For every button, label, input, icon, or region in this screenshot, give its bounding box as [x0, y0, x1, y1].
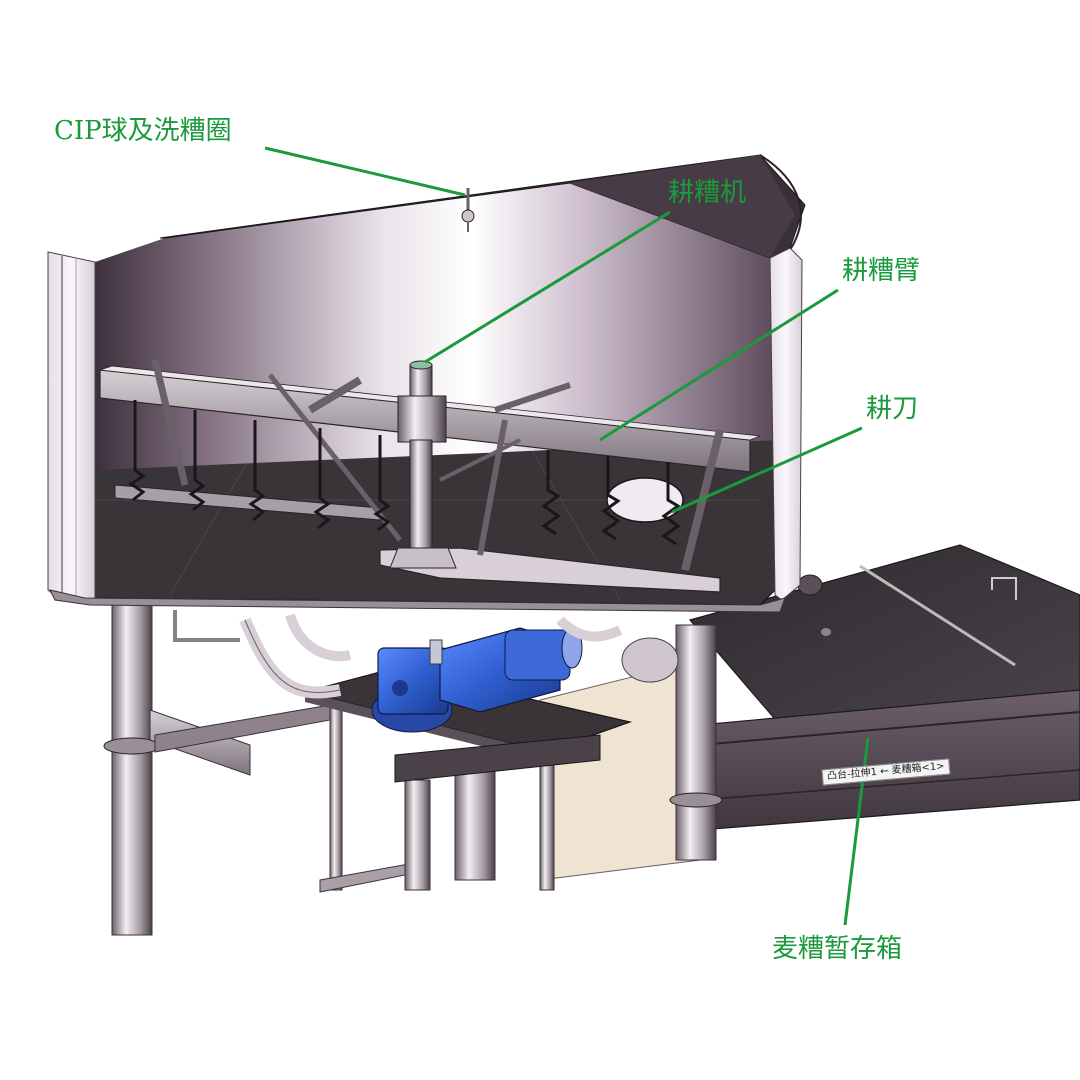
scraper-plate	[379, 547, 721, 593]
leader-knife	[671, 426, 863, 514]
leader-lines	[264, 146, 870, 926]
label-rake-knife: 耕刀	[866, 394, 919, 424]
label-rake-machine: 耕糟机	[668, 178, 747, 208]
rake-knives	[128, 400, 681, 546]
rake-machine	[99, 188, 761, 593]
label-grain-tank: 麦糟暂存箱	[772, 934, 903, 964]
leader-rake	[424, 210, 671, 364]
leg-left	[111, 599, 153, 936]
leader-cip	[264, 146, 466, 197]
tank-front	[699, 689, 1080, 831]
vessel-right-rim	[769, 247, 803, 601]
label-rake-arm: 耕糟臂	[842, 256, 921, 286]
lower-structure	[103, 544, 1080, 936]
cip-ball	[461, 188, 475, 232]
vessel-left-rim	[47, 251, 96, 601]
gear-motor	[371, 627, 583, 733]
label-cip-ball-ring: CIP球及洗糟圈	[54, 116, 232, 146]
leg-right	[675, 624, 717, 861]
leader-arm	[599, 288, 839, 442]
tank-top	[688, 544, 1080, 726]
